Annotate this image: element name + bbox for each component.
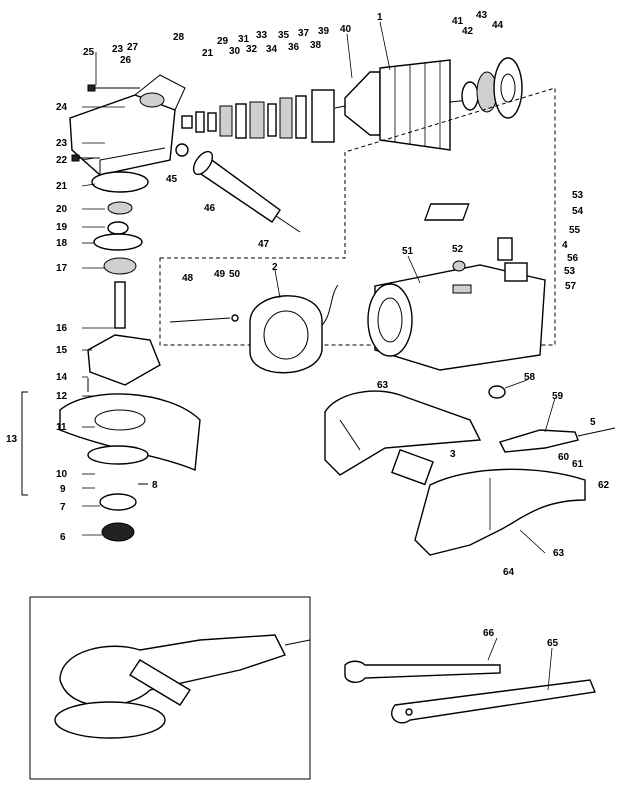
- part-label: 62: [598, 480, 610, 491]
- part-label: 53: [572, 190, 584, 201]
- part-label: 66: [483, 628, 495, 639]
- screw-22: [71, 154, 100, 162]
- part-label: 61: [572, 459, 584, 470]
- part-label: 10: [56, 469, 68, 480]
- part-label: 54: [572, 206, 584, 217]
- handle-half-63-bottom: [414, 468, 586, 556]
- motor-housing: [367, 264, 546, 371]
- field-coil: [249, 284, 339, 374]
- screw-25: [87, 84, 140, 92]
- part-label: 51: [402, 246, 414, 257]
- part-label: 64: [503, 567, 515, 578]
- bearing-41-44: [461, 57, 523, 119]
- part-label: 40: [340, 24, 352, 35]
- part-label: 43: [476, 10, 488, 21]
- armature-stack: [181, 89, 335, 143]
- part-label: 26: [120, 55, 132, 66]
- motor-group-outline: [159, 87, 556, 346]
- part-label: 44: [492, 20, 504, 31]
- part-label: 23: [56, 138, 68, 149]
- part-label: 16: [56, 323, 68, 334]
- part-label: 18: [56, 238, 68, 249]
- part-label: 30: [229, 46, 241, 57]
- part-label: 14: [56, 372, 68, 383]
- part-label: 42: [462, 26, 474, 37]
- part-label: 3: [450, 449, 456, 460]
- part-label: 28: [173, 32, 185, 43]
- wrench-66: [344, 660, 501, 683]
- part-label: 32: [246, 44, 258, 55]
- part-label: 22: [56, 155, 68, 166]
- part-label: 7: [60, 502, 66, 513]
- part-label: 56: [567, 253, 579, 264]
- armature-rotor: [334, 59, 471, 151]
- part-label: 12: [56, 391, 68, 402]
- part-label: 46: [204, 203, 216, 214]
- part-label: 20: [56, 204, 68, 215]
- part-label: 53: [564, 266, 576, 277]
- part-label: 63: [377, 380, 389, 391]
- part-label: 5: [590, 417, 596, 428]
- part-label: 24: [56, 102, 68, 113]
- part-label: 50: [229, 269, 241, 280]
- part-label: 29: [217, 36, 229, 47]
- part-label: 34: [266, 44, 278, 55]
- part-label: 4: [562, 240, 568, 251]
- handle-half-63-top: [324, 390, 482, 476]
- part-label: 45: [166, 174, 178, 185]
- group-bracket-13: [21, 391, 28, 496]
- part-label: 38: [310, 40, 322, 51]
- part-label: 13: [6, 434, 18, 445]
- part-label: 47: [258, 239, 270, 250]
- part-label: 37: [298, 28, 310, 39]
- part-label: 63: [553, 548, 565, 559]
- part-label: 39: [318, 26, 330, 37]
- gear-head-housing: [69, 74, 186, 176]
- part-label: 15: [56, 345, 68, 356]
- part-label: 31: [238, 34, 250, 45]
- part-label: 23: [112, 44, 124, 55]
- part-label: 41: [452, 16, 464, 27]
- leader-lines: [81, 21, 556, 691]
- part-label: 49: [214, 269, 226, 280]
- part-label: 2: [272, 262, 278, 273]
- part-label: 1: [377, 12, 383, 23]
- part-label: 57: [565, 281, 577, 292]
- part-label: 35: [278, 30, 290, 41]
- cord-assembly: [391, 385, 616, 486]
- part-label: 6: [60, 532, 66, 543]
- part-label: 52: [452, 244, 464, 255]
- part-label: 33: [256, 30, 268, 41]
- assembled-grinder-illustration: [54, 634, 311, 739]
- part-label: 25: [83, 47, 95, 58]
- part-label: 21: [56, 181, 68, 192]
- switch-assembly: [423, 203, 528, 282]
- part-label: 19: [56, 222, 68, 233]
- part-label: 65: [547, 638, 559, 649]
- inset-frame: [29, 596, 311, 780]
- side-handle: [175, 143, 301, 233]
- part-label: 8: [152, 480, 158, 491]
- brush-rod-48: [169, 314, 239, 323]
- part-label: 27: [127, 42, 139, 53]
- part-label: 48: [182, 273, 194, 284]
- spindle-stack: [87, 171, 161, 392]
- wrench-65: [391, 679, 596, 724]
- part-labels: 1 2 3 4 5 6 7 8 9 10 11 12 13 14 15 16 1…: [6, 10, 610, 649]
- part-label: 55: [569, 225, 581, 236]
- part-label: 60: [558, 452, 570, 463]
- part-label: 21: [202, 48, 214, 59]
- part-label: 59: [552, 391, 564, 402]
- part-label: 17: [56, 263, 68, 274]
- part-label: 9: [60, 484, 66, 495]
- part-label: 58: [524, 372, 536, 383]
- part-label: 36: [288, 42, 300, 53]
- wheel-guard: [59, 393, 201, 542]
- part-label: 11: [56, 422, 67, 433]
